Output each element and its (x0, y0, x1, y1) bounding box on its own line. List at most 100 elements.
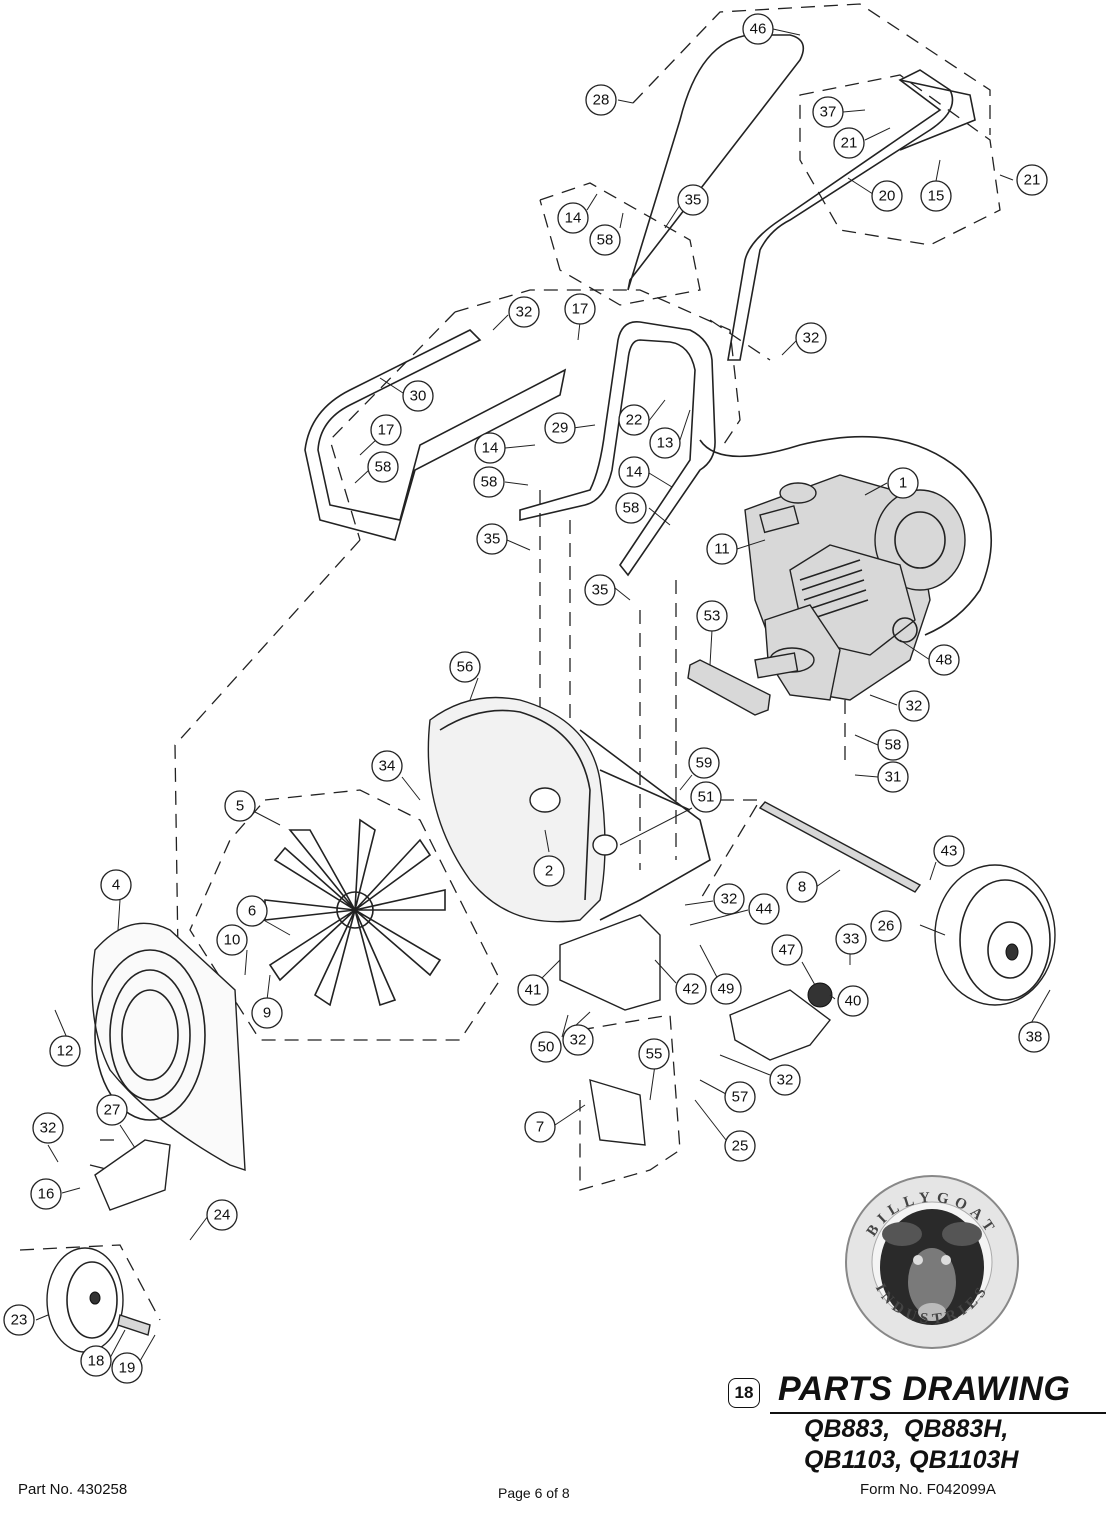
inlet-plate (91, 922, 246, 1171)
svg-text:14: 14 (565, 210, 582, 227)
callout-32: 32 (562, 1024, 594, 1056)
callout-50: 50 (530, 1031, 562, 1063)
engine (744, 474, 966, 701)
svg-text:58: 58 (481, 474, 498, 491)
callout-12: 12 (49, 1035, 81, 1067)
svg-text:21: 21 (1024, 172, 1041, 189)
part-number: Part No. 430258 (18, 1481, 128, 1498)
callout-29: 29 (544, 412, 576, 444)
svg-text:25: 25 (732, 1138, 749, 1155)
callout-23: 23 (3, 1304, 35, 1336)
callout-35: 35 (476, 523, 508, 555)
svg-text:32: 32 (803, 330, 820, 347)
svg-text:26: 26 (878, 918, 895, 935)
callout-44: 44 (748, 893, 780, 925)
callout-43: 43 (933, 835, 965, 867)
svg-text:46: 46 (750, 21, 767, 38)
svg-text:2: 2 (545, 863, 553, 880)
callout-58: 58 (877, 729, 909, 761)
callout-16: 16 (30, 1178, 62, 1210)
callout-32: 32 (713, 883, 745, 915)
callout-15: 15 (920, 180, 952, 212)
title-block: 18 PARTS DRAWING QB883, QB883H, QB1103, … (720, 1370, 1106, 1480)
svg-text:24: 24 (214, 1207, 231, 1224)
callout-32: 32 (795, 322, 827, 354)
svg-text:33: 33 (843, 931, 860, 948)
svg-text:50: 50 (538, 1039, 555, 1056)
callout-22: 22 (618, 404, 650, 436)
callout-5: 5 (224, 790, 256, 822)
svg-text:35: 35 (592, 582, 609, 599)
callout-51: 51 (690, 781, 722, 813)
callout-8: 8 (786, 871, 818, 903)
callout-17: 17 (370, 414, 402, 446)
svg-text:11: 11 (714, 541, 730, 558)
page-title: PARTS DRAWING (778, 1370, 1071, 1408)
callout-32: 32 (898, 690, 930, 722)
svg-text:30: 30 (410, 388, 427, 405)
callout-26: 26 (870, 910, 902, 942)
svg-text:14: 14 (626, 464, 643, 481)
callout-4: 4 (100, 869, 132, 901)
callout-20: 20 (871, 180, 903, 212)
models-line-2: QB1103, QB1103H (804, 1446, 1019, 1474)
callout-42: 42 (675, 973, 707, 1005)
chain-guard (729, 989, 831, 1061)
svg-text:20: 20 (879, 188, 896, 205)
parts-drawing: 46 28 37 21 21 20 15 14 58 35 32 17 32 3… (3, 3, 1056, 1384)
callout-33: 33 (835, 923, 867, 955)
svg-text:41: 41 (525, 982, 542, 999)
callout-41: 41 (517, 974, 549, 1006)
callout-25: 25 (724, 1130, 756, 1162)
callout-46: 46 (742, 13, 774, 45)
svg-text:48: 48 (936, 652, 953, 669)
svg-text:31: 31 (885, 769, 902, 786)
svg-text:35: 35 (685, 192, 702, 209)
callout-21: 21 (833, 127, 865, 159)
callout-bubbles: 46 28 37 21 21 20 15 14 58 35 32 17 32 3… (3, 13, 1050, 1384)
callout-27: 27 (96, 1094, 128, 1126)
callout-9: 9 (251, 997, 283, 1029)
callout-17: 17 (564, 293, 596, 325)
svg-text:1: 1 (899, 475, 907, 492)
svg-text:32: 32 (40, 1120, 57, 1137)
callout-13: 13 (649, 427, 681, 459)
callout-18: 18 (80, 1345, 112, 1377)
callout-30: 30 (402, 380, 434, 412)
svg-text:49: 49 (718, 981, 735, 998)
spacer-bar (687, 659, 771, 716)
callout-53: 53 (696, 600, 728, 632)
svg-text:23: 23 (11, 1312, 28, 1329)
page-number: Page 6 of 8 (498, 1485, 570, 1501)
svg-text:53: 53 (704, 608, 721, 625)
svg-text:55: 55 (646, 1046, 663, 1063)
svg-text:40: 40 (845, 993, 862, 1010)
callout-59: 59 (688, 747, 720, 779)
callout-21: 21 (1016, 164, 1048, 196)
svg-text:15: 15 (928, 188, 945, 205)
callout-58: 58 (615, 492, 647, 524)
svg-text:29: 29 (552, 420, 569, 437)
callout-58: 58 (367, 451, 399, 483)
callout-2: 2 (533, 855, 565, 887)
svg-text:7: 7 (536, 1119, 544, 1136)
sprocket (807, 982, 833, 1008)
callout-6: 6 (236, 895, 268, 927)
svg-text:21: 21 (841, 135, 858, 152)
svg-text:58: 58 (623, 500, 640, 517)
callout-24: 24 (206, 1199, 238, 1231)
svg-text:9: 9 (263, 1005, 271, 1022)
svg-text:5: 5 (236, 798, 244, 815)
svg-text:43: 43 (941, 843, 958, 860)
callout-48: 48 (928, 644, 960, 676)
svg-text:4: 4 (112, 877, 120, 894)
svg-text:32: 32 (516, 304, 533, 321)
svg-text:34: 34 (379, 758, 396, 775)
impeller (264, 818, 446, 1007)
svg-text:19: 19 (119, 1360, 136, 1377)
svg-text:6: 6 (248, 903, 256, 920)
callout-32: 32 (769, 1064, 801, 1096)
caster-bracket (94, 1139, 171, 1211)
callout-57: 57 (724, 1081, 756, 1113)
svg-text:12: 12 (57, 1043, 74, 1060)
